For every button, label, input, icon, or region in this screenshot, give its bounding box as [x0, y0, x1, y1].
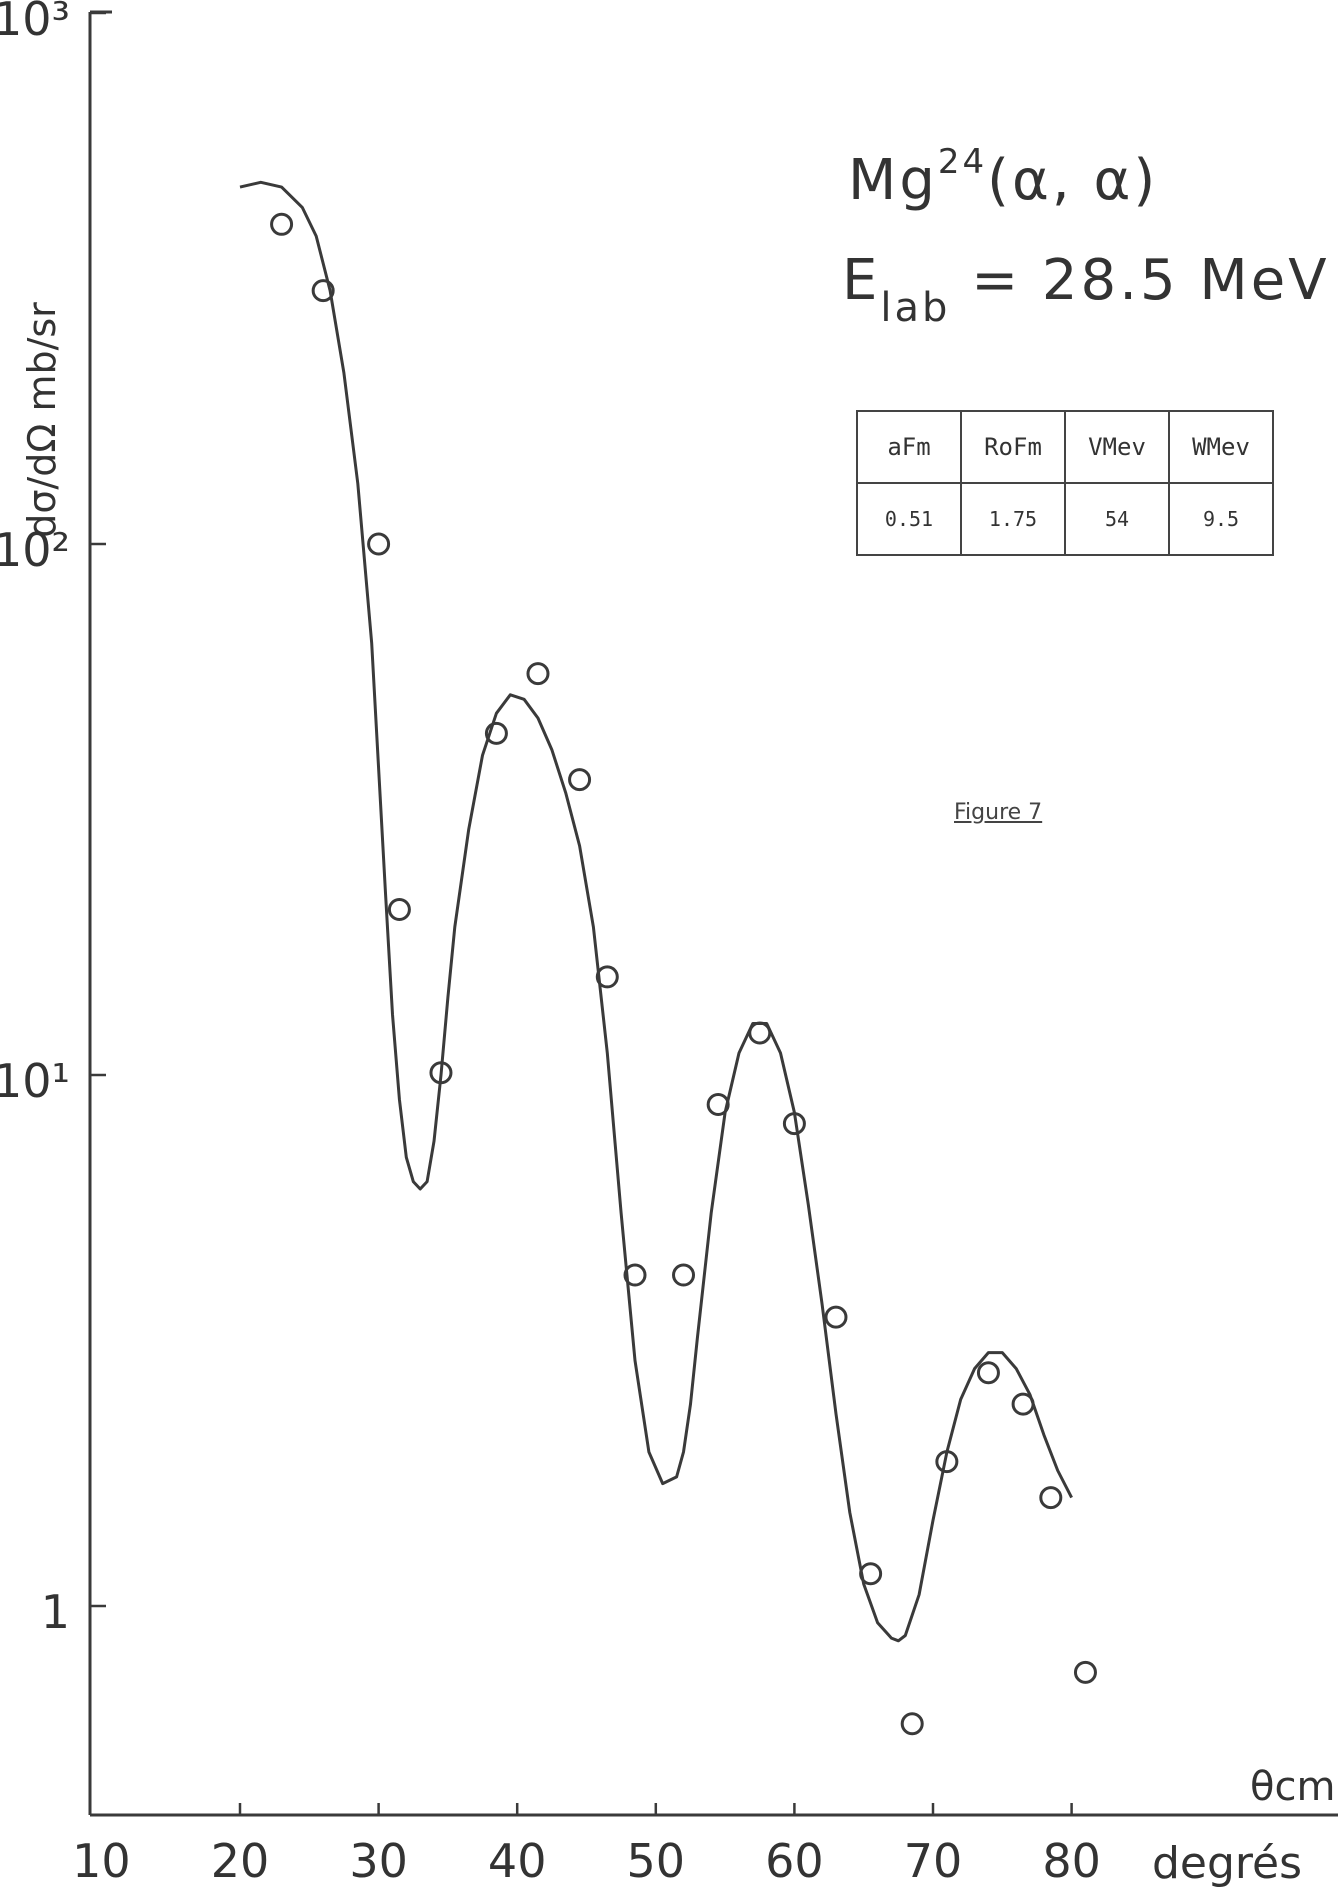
x-tick-label: 60: [765, 1834, 824, 1887]
parameter-header-row: aFm RoFm VMev WMev: [856, 410, 1274, 484]
x-axis-label-theta: θcm: [1250, 1764, 1335, 1810]
param-value-v: 54: [1064, 482, 1170, 556]
param-value-r0: 1.75: [960, 482, 1066, 556]
data-point: [484, 721, 508, 745]
data-point: [526, 662, 550, 686]
param-header-r0: RoFm: [960, 410, 1066, 484]
x-axis-label-unit: degrés: [1152, 1838, 1302, 1887]
data-point: [672, 1263, 696, 1287]
param-header-v: VMev: [1064, 410, 1170, 484]
x-tick-label: 20: [211, 1834, 270, 1887]
param-value-w: 9.5: [1168, 482, 1274, 556]
chart-title-reaction: Mg24(α, α): [848, 142, 1159, 213]
marks: [239, 180, 1097, 1736]
chart-title-energy: Elab = 28.5 MeV: [842, 248, 1330, 332]
data-point: [748, 1021, 772, 1045]
data-point: [387, 897, 411, 921]
y-tick-label: 10¹: [0, 1054, 70, 1108]
figure-caption: Figure 7: [954, 800, 1043, 825]
data-point: [311, 279, 335, 303]
data-point: [859, 1562, 883, 1586]
data-point: [568, 768, 592, 792]
y-tick-label: 1: [41, 1585, 70, 1639]
data-point: [595, 965, 619, 989]
parameter-value-row: 0.51 1.75 54 9.5: [856, 482, 1274, 556]
param-header-a: aFm: [856, 410, 962, 484]
x-tick-label: 70: [904, 1834, 963, 1887]
data-point: [706, 1092, 730, 1116]
y-tick-label: 10²: [0, 523, 70, 577]
data-point: [1011, 1392, 1035, 1416]
parameter-table: aFm RoFm VMev WMev 0.51 1.75 54 9.5: [856, 410, 1274, 556]
x-tick-label: 40: [488, 1834, 547, 1887]
x-tick-label: 50: [627, 1834, 686, 1887]
x-tick-label: 10: [72, 1834, 131, 1887]
data-point: [1039, 1486, 1063, 1510]
data-point: [623, 1263, 647, 1287]
data-point: [270, 212, 294, 236]
fit-curve: [239, 180, 1073, 1643]
y-axis-label: dσ/dΩ mb/sr: [20, 302, 64, 538]
y-tick-label: 10³: [0, 0, 70, 46]
data-point: [782, 1112, 806, 1136]
data-point: [900, 1712, 924, 1736]
data-point: [1073, 1660, 1097, 1684]
data-point: [824, 1305, 848, 1329]
data-point: [976, 1361, 1000, 1385]
x-tick-label: 30: [349, 1834, 408, 1887]
data-point: [935, 1450, 959, 1474]
x-tick-label: 80: [1042, 1834, 1101, 1887]
param-header-w: WMev: [1168, 410, 1274, 484]
data-point: [367, 532, 391, 556]
data-point: [429, 1061, 453, 1085]
param-value-a: 0.51: [856, 482, 962, 556]
